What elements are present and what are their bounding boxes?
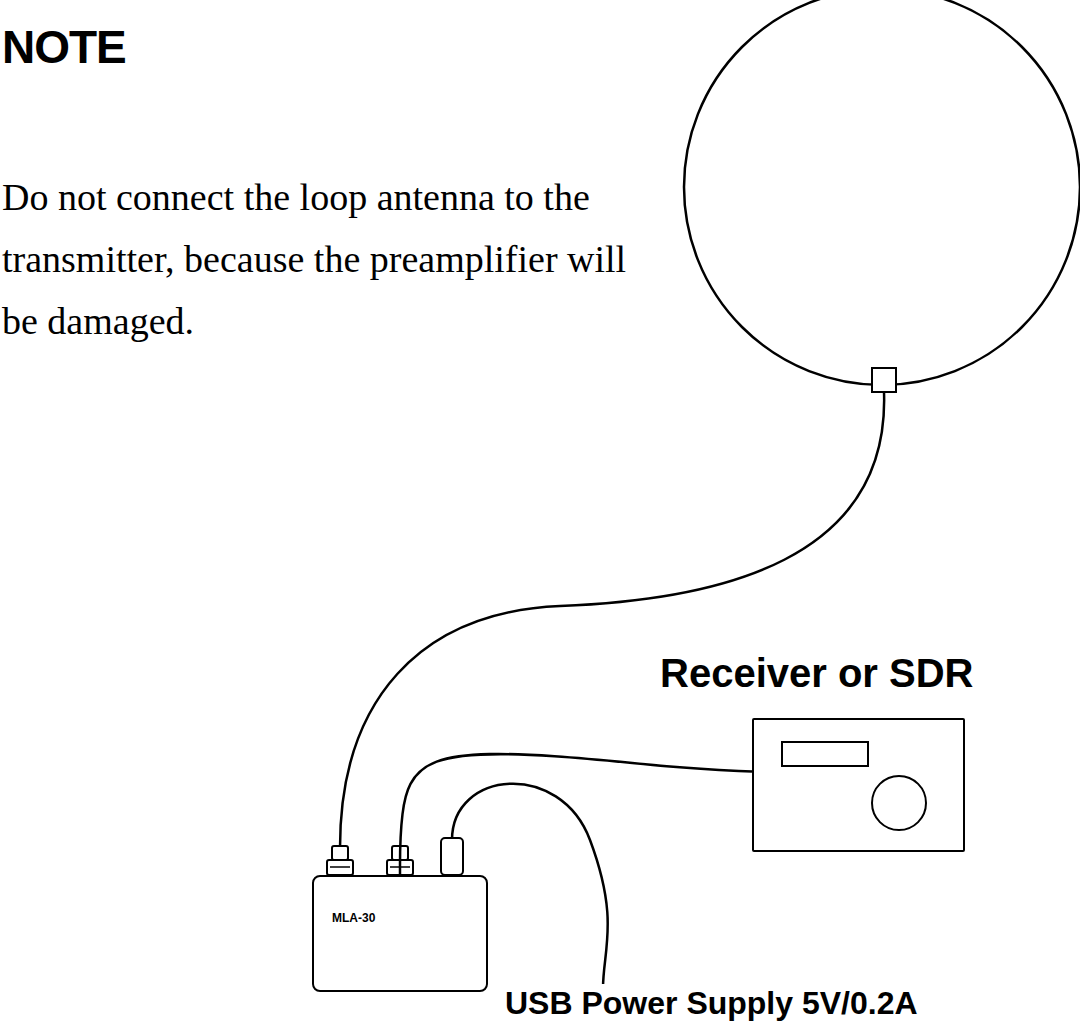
- antenna-connector: [872, 368, 896, 392]
- power-label: USB Power Supply 5V/0.2A: [505, 984, 1075, 1022]
- model-label: MLA-30: [332, 911, 375, 925]
- device-label: Receiver or SDR: [660, 651, 973, 696]
- receiver-cable: [400, 754, 752, 875]
- note-text: Do not connect the loop antenna to the t…: [2, 166, 652, 352]
- receiver-box: Receiver or SDR: [752, 718, 965, 852]
- preamplifier-box: MLA-30: [312, 875, 488, 992]
- preamp-connectors: [327, 838, 463, 875]
- receiver-face: [754, 720, 962, 849]
- loop-antenna: [684, 0, 1080, 385]
- receiver-knob: [872, 776, 926, 830]
- receiver-display: [782, 742, 868, 766]
- note-title: NOTE: [2, 22, 126, 73]
